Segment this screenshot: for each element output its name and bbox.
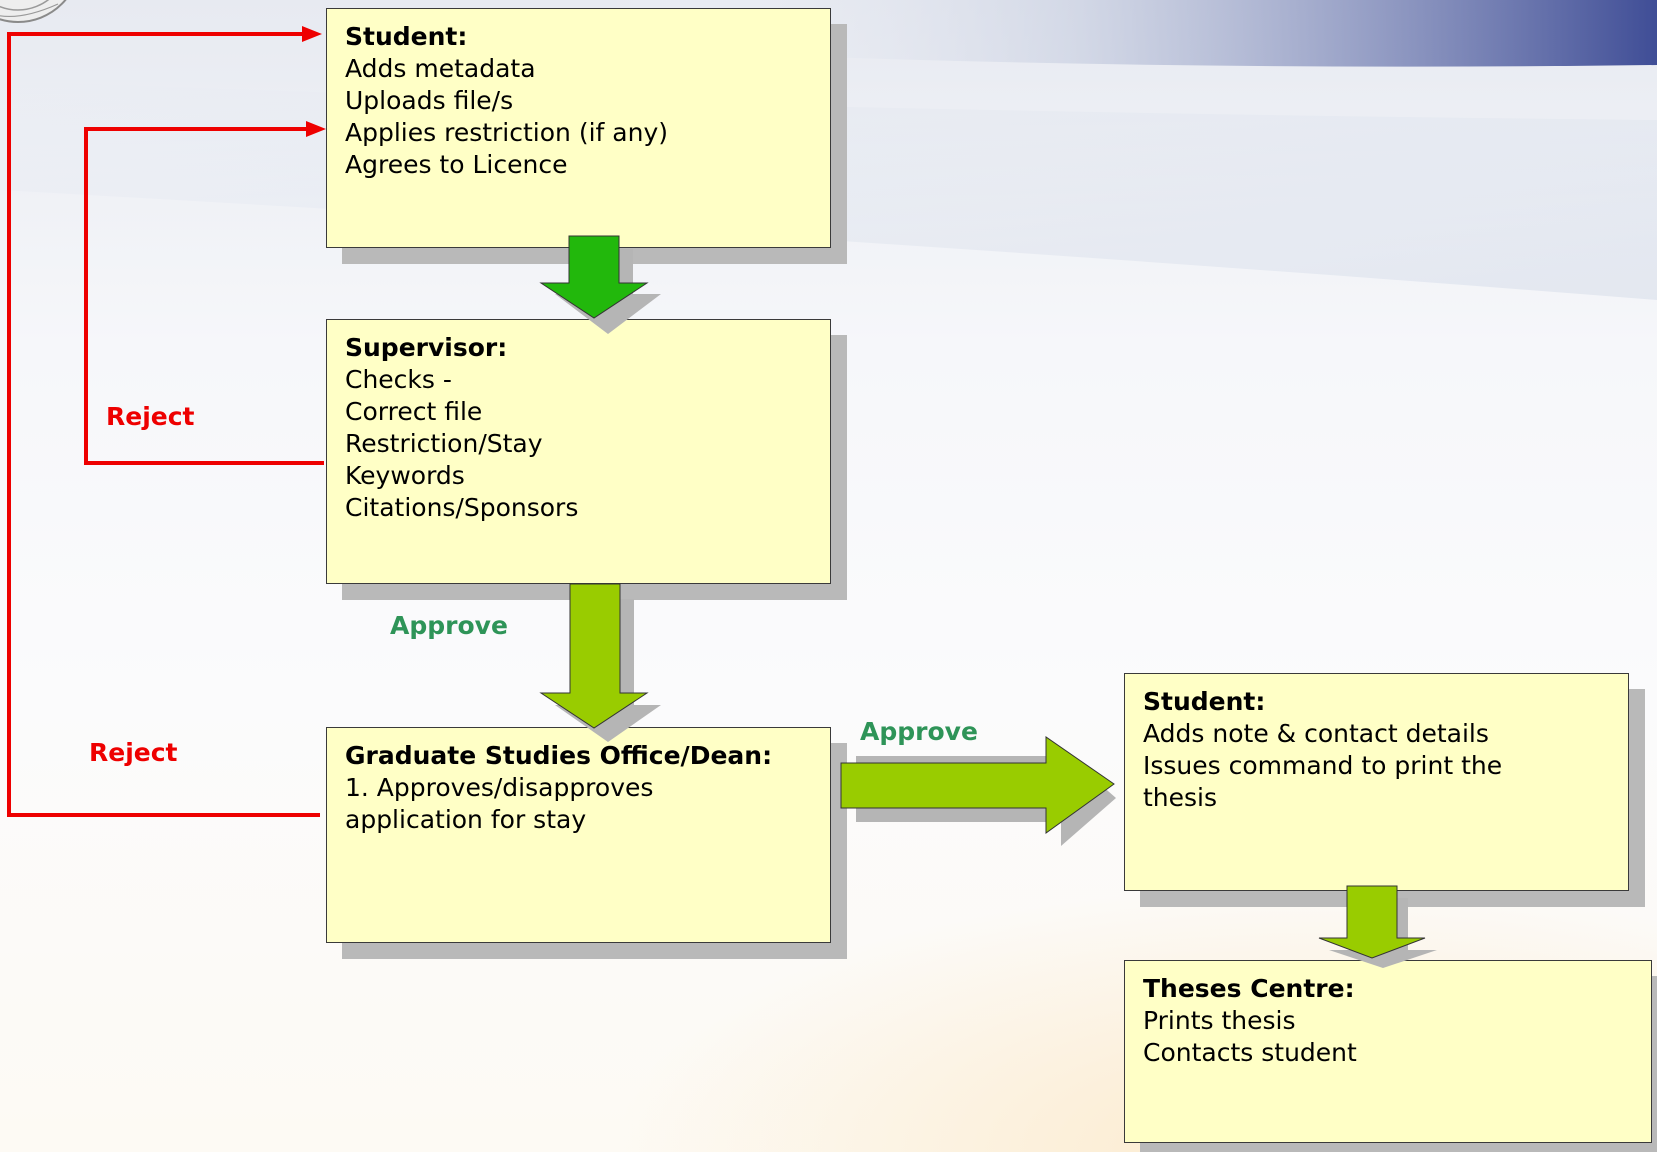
graduate-office-title: Graduate Studies Office/Dean: [345, 741, 773, 770]
supervisor-line: Correct file [345, 397, 483, 426]
student-print-line: thesis [1143, 783, 1218, 812]
graduate-office-line: application for stay [345, 805, 587, 834]
approve-label-office: Approve [860, 717, 978, 746]
supervisor-line: Keywords [345, 461, 465, 490]
student-print-line: Issues command to print the [1143, 751, 1503, 780]
student-print-box: Student: Adds note & contact details Iss… [1124, 673, 1629, 891]
supervisor-title: Supervisor: [345, 333, 508, 362]
student-submission-title: Student: [345, 22, 468, 51]
supervisor-line: Checks - [345, 365, 452, 394]
student-submission-line: Adds metadata [345, 54, 536, 83]
reject-label-supervisor: Reject [106, 402, 195, 431]
supervisor-box: Supervisor: Checks - Correct file Restri… [326, 319, 831, 584]
reject-label-office: Reject [89, 738, 178, 767]
student-submission-line: Uploads file/s [345, 86, 514, 115]
approve-label-supervisor: Approve [390, 611, 508, 640]
supervisor-line: Citations/Sponsors [345, 493, 579, 522]
student-submission-box: Student: Adds metadata Uploads file/s Ap… [326, 8, 831, 248]
theses-centre-title: Theses Centre: [1143, 974, 1355, 1003]
student-print-title: Student: [1143, 687, 1266, 716]
theses-centre-line: Prints thesis [1143, 1006, 1296, 1035]
graduate-office-box: Graduate Studies Office/Dean: 1. Approve… [326, 727, 831, 943]
student-submission-line: Applies restriction (if any) [345, 118, 668, 147]
theses-centre-box: Theses Centre: Prints thesis Contacts st… [1124, 960, 1652, 1143]
theses-centre-line: Contacts student [1143, 1038, 1357, 1067]
supervisor-line: Restriction/Stay [345, 429, 543, 458]
student-print-line: Adds note & contact details [1143, 719, 1489, 748]
university-seal-icon [0, 0, 67, 23]
student-submission-line: Agrees to Licence [345, 150, 568, 179]
graduate-office-line: 1. Approves/disapproves [345, 773, 654, 802]
